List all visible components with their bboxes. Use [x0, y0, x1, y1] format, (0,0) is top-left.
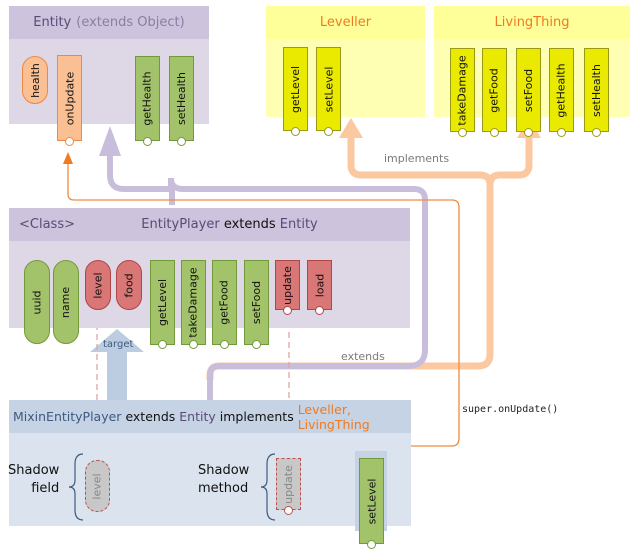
leveller-method-getlevel[interactable]: getLevel — [283, 47, 308, 131]
entityplayer-method-getfood[interactable]: getFood — [212, 260, 237, 345]
mixin-header: MixinEntityPlayer extends Entity impleme… — [9, 400, 411, 433]
shadow-method-label: Shadow method — [198, 463, 250, 496]
entityplayer-method-getlevel[interactable]: getLevel — [150, 260, 175, 345]
entity-method-onupdate[interactable]: onUpdate — [57, 55, 82, 141]
entityplayer-field-level[interactable]: level — [85, 260, 111, 310]
entityplayer-field-food[interactable]: food — [116, 260, 142, 310]
livingthing-method-getfood[interactable]: getFood — [482, 48, 507, 132]
mixin-class-box: MixinEntityPlayer extends Entity impleme… — [9, 400, 411, 526]
shadow-method-brace — [260, 453, 276, 521]
port-lt-setfood — [524, 128, 533, 137]
leveller-method-setlevel[interactable]: setLevel — [316, 47, 341, 131]
entityplayer-header: <Class> EntityPlayer extends Entity — [9, 208, 410, 241]
port-leveller-getlevel — [291, 127, 300, 136]
entityplayer-method-update[interactable]: update — [275, 260, 300, 310]
shadow-field-label: Shadow field — [8, 463, 60, 496]
port-mixin-update — [284, 506, 293, 515]
port-lt-getfood — [490, 128, 499, 137]
entityplayer-field-name[interactable]: name — [53, 260, 79, 344]
entityplayer-method-takedamage[interactable]: takeDamage — [181, 260, 206, 345]
port-ep-getlevel — [158, 340, 167, 349]
entityplayer-field-uuid[interactable]: uuid — [24, 260, 50, 344]
port-ep-getfood — [220, 340, 229, 349]
port-onupdate — [65, 137, 74, 146]
mixin-interfaces: Leveller, LivingThing — [297, 401, 370, 432]
mixin-shadow-field-level[interactable]: level — [85, 460, 110, 512]
entity-method-sethealth[interactable]: setHealth — [169, 56, 194, 141]
livingthing-method-takedamage[interactable]: takeDamage — [450, 48, 475, 132]
port-leveller-setlevel — [324, 127, 333, 136]
target-arrow-shaft — [107, 352, 127, 404]
port-ep-takedamage — [189, 340, 198, 349]
port-mixin-setlevel — [367, 540, 376, 549]
entityplayer-name: EntityPlayer — [141, 217, 220, 232]
extends-label: extends — [341, 350, 385, 363]
extends-connector-up — [107, 150, 175, 205]
port-ep-update — [283, 306, 292, 315]
entity-method-gethealth[interactable]: getHealth — [135, 56, 160, 141]
port-entity-sethealth — [177, 137, 186, 146]
entity-class-extends: (extends Object) — [76, 15, 185, 30]
livingthing-method-setfood[interactable]: setFood — [516, 48, 541, 132]
entityplayer-stereotype: <Class> — [19, 217, 75, 232]
entityplayer-parent: Entity — [279, 217, 318, 232]
port-lt-gethealth — [557, 128, 566, 137]
port-lt-sethealth — [592, 128, 601, 137]
mixin-shadow-method-update[interactable]: update — [276, 458, 301, 510]
super-call-label: super.onUpdate() — [462, 404, 559, 415]
entityplayer-method-load[interactable]: load — [307, 260, 332, 310]
implements-label: implements — [384, 152, 450, 165]
port-ep-load — [315, 306, 324, 315]
implements-connector-branch — [486, 135, 533, 186]
port-lt-takedamage — [458, 128, 467, 137]
entity-class-name: Entity — [33, 15, 72, 30]
port-ep-setfood — [252, 340, 261, 349]
leveller-header: Leveller — [266, 6, 425, 39]
mixin-implements-keyword: implements — [219, 409, 294, 424]
livingthing-method-gethealth[interactable]: getHealth — [549, 48, 574, 132]
super-call-arrowhead — [63, 152, 73, 164]
extends-arrowhead — [99, 126, 121, 156]
entity-field-health[interactable]: health — [22, 56, 48, 104]
livingthing-title: LivingThing — [494, 15, 570, 30]
port-entity-gethealth — [143, 137, 152, 146]
mixin-method-setlevel[interactable]: setLevel — [359, 458, 384, 544]
leveller-interface-box: Leveller — [266, 6, 425, 117]
implements-arrowhead-leveller — [339, 118, 363, 138]
mixin-name: MixinEntityPlayer — [13, 409, 122, 424]
entity-class-header: Entity (extends Object) — [9, 6, 209, 39]
mixin-extends-keyword: extends — [125, 409, 176, 424]
shadow-field-brace — [68, 453, 84, 521]
entityplayer-method-setfood[interactable]: setFood — [244, 260, 269, 345]
entityplayer-extends-keyword: extends — [223, 217, 276, 232]
mixin-parent: Entity — [179, 409, 216, 424]
target-label: target — [103, 339, 134, 350]
livingthing-method-sethealth[interactable]: setHealth — [584, 48, 609, 132]
livingthing-header: LivingThing — [434, 6, 630, 39]
leveller-title: Leveller — [319, 15, 372, 30]
